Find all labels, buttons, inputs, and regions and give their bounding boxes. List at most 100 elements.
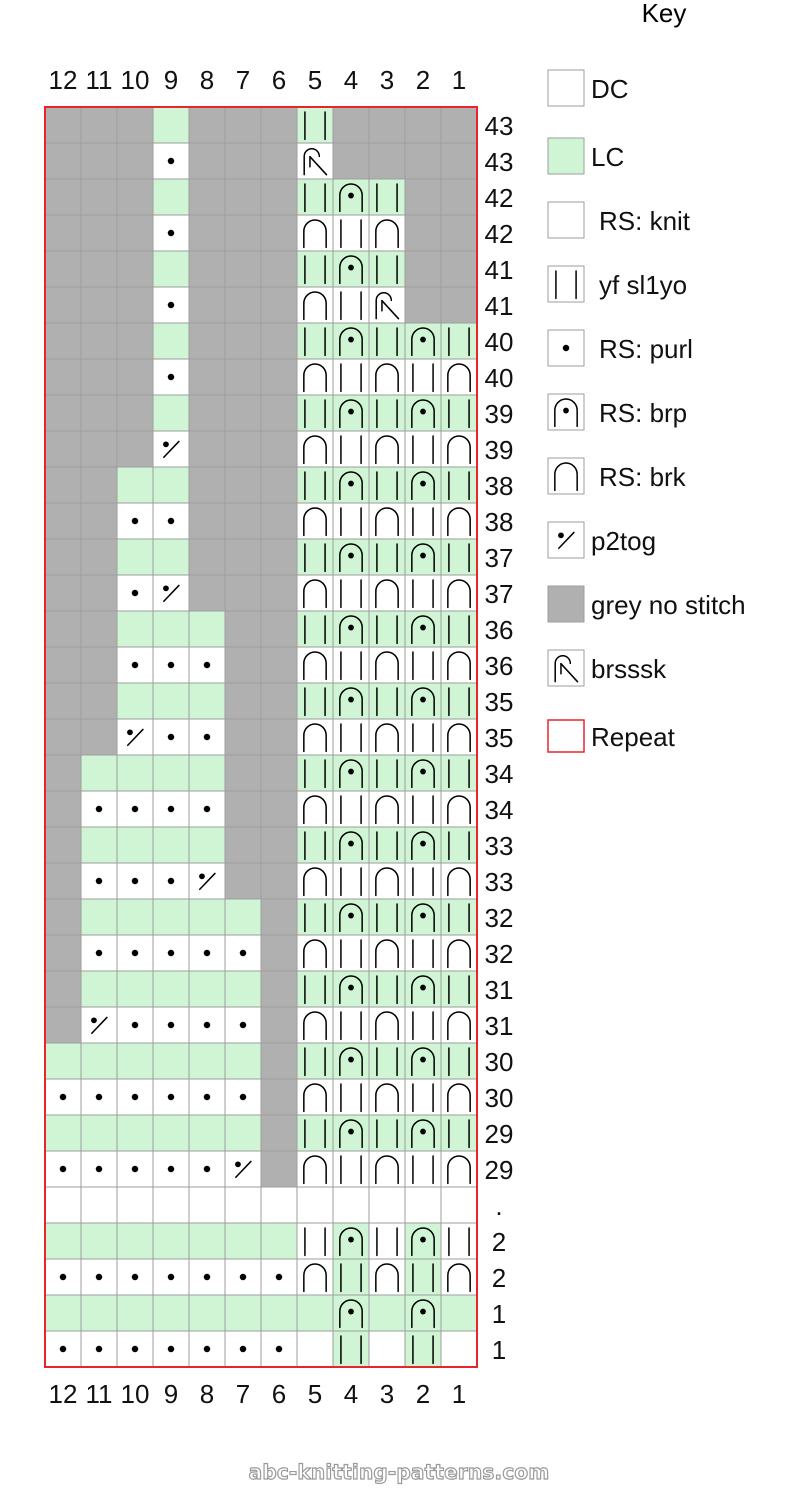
stitch-cell: [296, 1222, 334, 1260]
stitch-cell: [547, 649, 585, 687]
chart-cell: [224, 214, 262, 252]
stitch-cell: [80, 106, 118, 144]
stitch-cell: [44, 898, 82, 936]
stitch-cell: [44, 142, 82, 180]
chart-row: [44, 178, 478, 216]
stitch-cell: [188, 1186, 226, 1224]
chart-cell: [188, 394, 226, 432]
stitch-cell: [80, 394, 118, 432]
chart-cell: [332, 1222, 370, 1260]
chart-cell: [80, 1042, 118, 1080]
p2tog-slash: [558, 531, 575, 550]
arch-mark: [303, 507, 327, 537]
stitch-cell: [44, 1114, 82, 1152]
row-number: 37: [485, 579, 514, 609]
stitch-cell: [224, 358, 262, 396]
chart-cell: [44, 502, 82, 540]
chart-cell: [260, 394, 298, 432]
stitch-cell: [116, 394, 154, 432]
chart-cell: [260, 646, 298, 684]
stitch-cell: [188, 1294, 226, 1332]
chart-cell: [188, 250, 226, 288]
chart-cell: [188, 502, 226, 540]
chart-cell: [260, 286, 298, 324]
arch-mark: [303, 795, 327, 825]
chart-cell: [116, 250, 154, 288]
chart-cell: [296, 286, 334, 324]
stitch-cell: [368, 250, 406, 288]
stitch-cell: [440, 1150, 478, 1188]
chart-cell: [404, 1042, 442, 1080]
stitch-cell: [224, 862, 262, 900]
stitch-cell: [80, 1042, 118, 1080]
chart-row: [44, 970, 478, 1008]
legend-label: LC: [591, 142, 624, 172]
chart-cell: [368, 1258, 406, 1296]
purl-dot: [167, 877, 175, 885]
chart-cell: [440, 754, 478, 792]
stitch-cell: [368, 178, 406, 216]
stitch-cell: [440, 754, 478, 792]
chart-cell: [332, 646, 370, 684]
chart-cell: [224, 682, 262, 720]
stitch-cell: [440, 1330, 478, 1368]
arch-mark: [375, 795, 399, 825]
stitch-cell: [332, 214, 370, 252]
chart-cell: [188, 466, 226, 504]
chart-cell: [80, 142, 118, 180]
chart-cell: [80, 286, 118, 324]
chart-cell: [116, 106, 154, 144]
stitch-cell: [368, 1042, 406, 1080]
stitch-cell: [440, 538, 478, 576]
stitch-cell: [368, 1222, 406, 1260]
stitch-cell: [368, 754, 406, 792]
stitch-cell: [224, 610, 262, 648]
chart-cell: [224, 106, 262, 144]
chart-cell: [80, 682, 118, 720]
stitch-cell: [80, 718, 118, 756]
chart-row: [44, 142, 478, 180]
purl-dot: [131, 1093, 139, 1101]
brp-dot: [420, 1128, 426, 1135]
stitch-cell: [296, 502, 334, 540]
arch-mark: [447, 1263, 471, 1293]
stitch-cell: [296, 646, 334, 684]
row-number: 29: [485, 1119, 514, 1149]
p2tog-slash: [91, 1016, 108, 1035]
purl-dot: [203, 949, 211, 957]
chart-row: [44, 1078, 478, 1116]
stitch-cell: [152, 898, 190, 936]
stitch-cell: [260, 106, 298, 144]
chart-cell: [404, 250, 442, 288]
stitch-cell: [260, 502, 298, 540]
chart-cell: [296, 1330, 334, 1368]
stitch-cell: [260, 538, 298, 576]
chart-cell: [152, 106, 190, 144]
brp-dot: [420, 408, 426, 415]
chart-cell: [296, 1114, 334, 1152]
stitch-cell: [368, 1114, 406, 1152]
chart-cell: [188, 214, 226, 252]
stitch-cell: [224, 322, 262, 360]
stitch-cell: [44, 646, 82, 684]
stitch-cell: [440, 1114, 478, 1152]
purl-dot: [131, 589, 139, 597]
chart-cell: [404, 142, 442, 180]
arch-mark: [375, 435, 399, 465]
arch-mark: [339, 831, 363, 861]
stitch-cell: [296, 1114, 334, 1152]
stitch-cell: [44, 790, 82, 828]
chart-cell: [152, 1222, 190, 1260]
chart-cell: [368, 790, 406, 828]
stitch-cell: [224, 1186, 262, 1224]
chart-cell: [404, 610, 442, 648]
chart-cell: [296, 1150, 334, 1188]
chart-cell: [116, 826, 154, 864]
purl-dot: [131, 1273, 139, 1281]
stitch-cell: [80, 214, 118, 252]
chart-cell: [188, 1006, 226, 1044]
chart-cell: [260, 1042, 298, 1080]
chart-cell: [80, 1114, 118, 1152]
stitch-cell: [296, 574, 334, 612]
